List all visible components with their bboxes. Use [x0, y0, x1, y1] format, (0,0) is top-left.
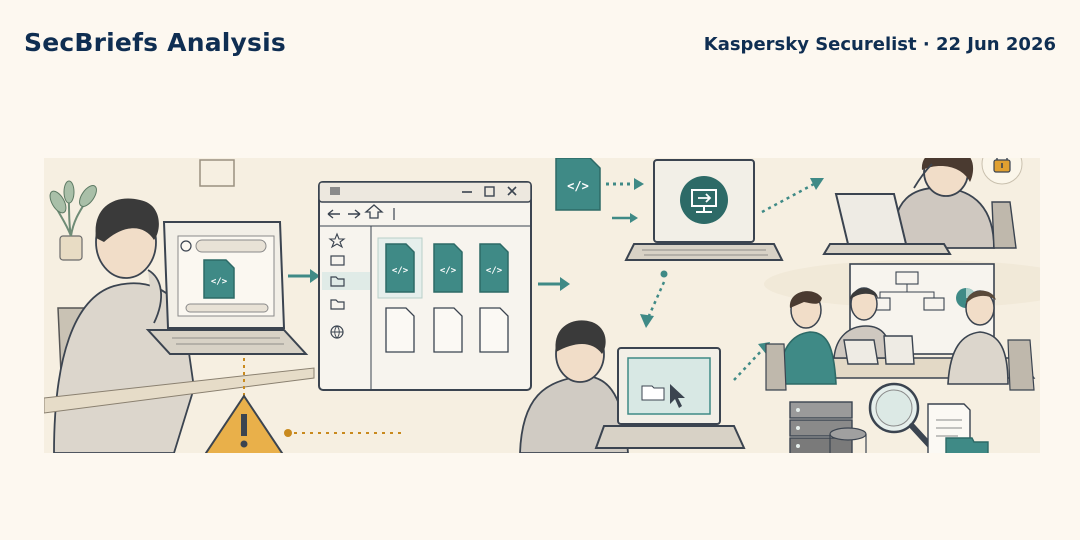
documents-icon [927, 403, 989, 453]
folder-icon [641, 385, 665, 401]
file-code-icon: </> [385, 243, 415, 293]
svg-text:</>: </> [567, 179, 589, 193]
file-icon [385, 307, 415, 353]
file-icon [479, 307, 509, 353]
plant-icon [49, 180, 97, 261]
server-rack-icon [789, 401, 867, 453]
file-code-icon: </> [203, 259, 235, 299]
person-at-computer [519, 320, 746, 453]
hero-illustration: </> [44, 158, 1040, 453]
home-icon [364, 204, 384, 219]
file-icon [433, 307, 463, 353]
back-icon [327, 209, 340, 219]
folder-icon [330, 276, 345, 287]
svg-text:</>: </> [440, 266, 457, 276]
maximize-icon [484, 186, 495, 197]
svg-text:</>: </> [486, 266, 503, 276]
file-code-icon: </> [555, 158, 601, 211]
svg-text:</>: </> [392, 266, 409, 276]
padlock-icon [981, 158, 1023, 185]
close-icon [507, 186, 517, 196]
flow-arrow-icon [538, 277, 570, 291]
monitor-icon [330, 255, 345, 266]
flow-arrow-icon [288, 269, 320, 283]
source-and-date: Kaspersky Securelist · 22 Jun 2026 [703, 34, 1056, 55]
magnifier-icon [868, 382, 937, 453]
brand-title: SecBriefs Analysis [24, 28, 286, 57]
warning-icon [204, 358, 404, 453]
person-at-laptop: </> [44, 159, 315, 453]
file-code-glyph: </> [211, 277, 228, 287]
file-explorer-window: </> </> </> [318, 181, 532, 391]
remote-laptop-icon [624, 159, 784, 261]
cursor-icon [670, 384, 685, 408]
folder-icon [330, 299, 345, 310]
meeting-team [764, 260, 1040, 391]
file-code-icon: </> [433, 243, 463, 293]
file-code-icon: </> [479, 243, 509, 293]
worried-person [822, 158, 1017, 255]
star-icon [328, 232, 346, 249]
forward-icon [348, 209, 361, 219]
